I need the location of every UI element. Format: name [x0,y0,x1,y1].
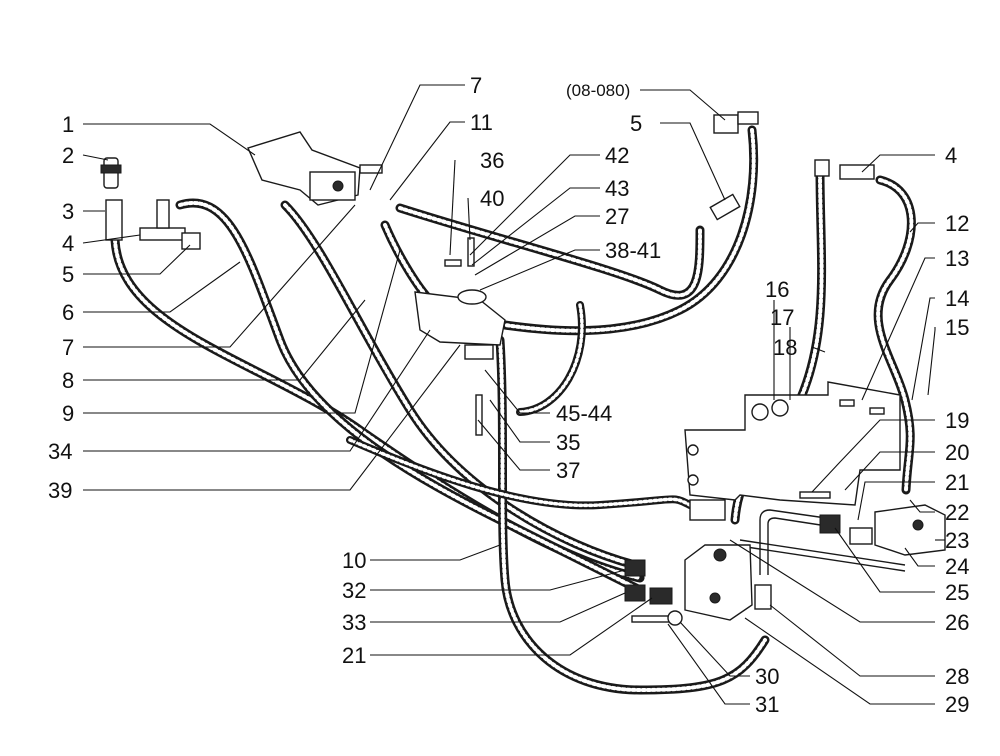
callout-15: 15 [945,315,969,340]
hydraulic-motor [414,289,506,360]
fitting-3 [105,199,123,241]
bolt-37 [475,394,483,436]
callout-10: 10 [342,548,366,573]
callout-18: 18 [773,335,797,360]
callout-43: 43 [605,176,629,201]
callout-24: 24 [945,554,969,579]
callout-42: 42 [605,143,629,168]
callout-4: 4 [62,231,74,256]
bolt-20 [799,491,831,499]
callout-4-right: 4 [945,143,957,168]
callout-16: 16 [765,277,789,302]
callout-38-41: 38-41 [605,238,661,263]
callout-32: 32 [342,578,366,603]
rigid-pipes [739,509,906,575]
callout-17: 17 [770,305,794,330]
fitting-24 [849,527,873,545]
callout-28: 28 [945,664,969,689]
fitting-33 [624,584,646,602]
callout-25: 25 [945,580,969,605]
callout-26: 26 [945,610,969,635]
fitting-21-low [649,587,673,605]
callout-2: 2 [62,143,74,168]
bracket-plate [684,381,901,506]
callout-39: 39 [48,478,72,503]
callout-3: 3 [62,199,74,224]
callout-14: 14 [945,286,969,311]
lower-valve-block [684,544,753,621]
callout-22: 22 [945,500,969,525]
tee-4 [139,199,201,250]
callout-9: 9 [62,401,74,426]
callout-labels: (08-080) 1 2 3 4 5 6 7 8 9 34 39 10 32 3… [48,73,969,717]
callout-20: 20 [945,440,969,465]
callout-1: 1 [62,112,74,137]
bolt-36 [444,259,462,267]
callout-35: 35 [556,430,580,455]
callout-31: 31 [755,692,779,717]
bolt-40 [467,237,475,267]
leader-lines [82,84,945,705]
callout-7-top: 7 [470,73,482,98]
hose-mid [346,436,694,510]
callout-40: 40 [480,186,504,211]
nut-17 [771,399,789,417]
callout-27: 27 [605,204,629,229]
callout-12: 12 [945,211,969,236]
callout-6: 6 [62,300,74,325]
elbow-26 [689,499,726,521]
callout-8: 8 [62,368,74,393]
washer-30 [667,610,683,626]
fitting-28 [754,584,772,610]
callout-13: 13 [945,246,969,271]
fitting-5-top [709,193,741,221]
fitting-32 [624,559,646,577]
block-23 [874,504,946,556]
callout-5: 5 [62,262,74,287]
callout-23: 23 [945,528,969,553]
callout-37: 37 [556,458,580,483]
callout-29: 29 [945,692,969,717]
ref-label: (08-080) [566,81,630,100]
nut-16 [751,403,769,421]
callout-34: 34 [48,439,72,464]
callout-21-bottom: 21 [342,643,366,668]
bolt-31 [631,615,673,623]
callout-36: 36 [480,148,504,173]
hose-35 [516,301,586,416]
callout-45-44: 45-44 [556,401,612,426]
callout-30: 30 [755,664,779,689]
callout-19: 19 [945,408,969,433]
callout-21-right: 21 [945,470,969,495]
callout-33: 33 [342,610,366,635]
elbow-08-080 [713,111,759,134]
callout-7: 7 [62,335,74,360]
fitting-2 [100,157,122,189]
callout-5-top: 5 [630,111,642,136]
callout-11: 11 [470,110,493,135]
